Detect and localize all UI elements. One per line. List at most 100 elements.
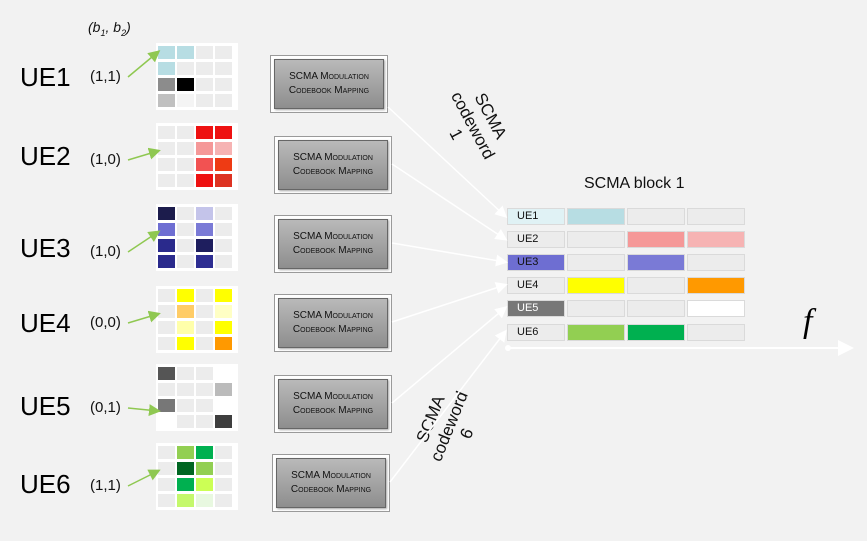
codebook-cell <box>196 415 213 428</box>
codebook-cell <box>196 207 213 220</box>
block-cell <box>567 208 625 225</box>
codebook-cell <box>215 126 232 139</box>
codebook-cell <box>177 494 194 507</box>
modulator-line1: SCMA Modulation <box>293 390 373 402</box>
codebook-cell <box>158 399 175 412</box>
codebook-cell <box>177 305 194 318</box>
codebook-cell <box>215 207 232 220</box>
codebook-cell <box>196 462 213 475</box>
codebook-cell <box>215 321 232 334</box>
ue-bits-6: (1,1) <box>90 477 121 494</box>
codebook-cell <box>196 78 213 91</box>
codebook-cell <box>196 255 213 268</box>
codebook-cell <box>177 142 194 155</box>
codebook-row <box>158 255 236 268</box>
codebook-row <box>158 305 236 318</box>
block-row-label: UE2 <box>507 231 565 248</box>
codebook-cell <box>196 289 213 302</box>
codebook-cell <box>177 383 194 396</box>
codebook-cell <box>177 462 194 475</box>
codeword-line <box>391 163 508 241</box>
ue-label-5: UE5 <box>20 391 71 421</box>
codebook-cell <box>196 126 213 139</box>
block-cell <box>687 277 745 294</box>
codebook-cell <box>158 174 175 187</box>
codebook-cell <box>177 239 194 252</box>
block-row-label: UE3 <box>507 254 565 271</box>
codebook-cell <box>215 78 232 91</box>
bits-arrow <box>127 230 161 253</box>
codebook-row <box>158 46 236 59</box>
codebook-cell <box>177 289 194 302</box>
block-cell <box>627 254 685 271</box>
codebook-row <box>158 239 236 252</box>
ue-label-6: UE6 <box>20 469 71 499</box>
ue-bits-5: (0,1) <box>90 399 121 416</box>
block-row-label: UE6 <box>507 324 565 341</box>
bits-header: (b1, b2) <box>88 19 131 38</box>
codebook-row <box>158 94 236 107</box>
codebook-cell <box>177 126 194 139</box>
ue-label-4: UE4 <box>20 308 71 338</box>
codebook-row <box>158 383 236 396</box>
codebook-cell <box>215 255 232 268</box>
modulator-line2: Codebook Mapping <box>290 484 372 495</box>
codebook-cell <box>177 478 194 491</box>
block-row-3: UE3 <box>507 254 745 271</box>
block-row-label: UE4 <box>507 277 565 294</box>
codebook-row <box>158 126 236 139</box>
codebook-cell <box>215 446 232 459</box>
ue-label-1: UE1 <box>20 62 71 92</box>
modulator-line1: SCMA Modulation <box>293 309 373 321</box>
codebook-cell <box>158 462 175 475</box>
codebook-row <box>158 78 236 91</box>
codeword-line <box>391 282 508 323</box>
codebook-cell <box>196 383 213 396</box>
block-cell <box>627 300 685 317</box>
codebook-row <box>158 62 236 75</box>
codebook-cell <box>196 446 213 459</box>
ue-bits-3: (1,0) <box>90 243 121 260</box>
codebook-cell <box>196 305 213 318</box>
block-row-2: UE2 <box>507 231 745 248</box>
codebook-cell <box>177 207 194 220</box>
codebook-cell <box>196 158 213 171</box>
bits-arrow <box>127 310 161 324</box>
codebook-cell <box>158 223 175 236</box>
codebook-cell <box>177 446 194 459</box>
codebook-cell <box>158 94 175 107</box>
block-row-label: UE5 <box>507 300 565 317</box>
block-cell <box>687 300 745 317</box>
block-title: SCMA block 1 <box>584 175 685 192</box>
codebook-row <box>158 446 236 459</box>
codebook-cell <box>177 62 194 75</box>
codebook-cell <box>158 239 175 252</box>
codebook-cell <box>177 399 194 412</box>
modulator-line2: Codebook Mapping <box>292 245 374 256</box>
block-cell <box>567 277 625 294</box>
codebook-cell <box>158 478 175 491</box>
codebook-cell <box>196 94 213 107</box>
block-cell <box>567 324 625 341</box>
codebook-cell <box>215 174 232 187</box>
codebook-cell <box>158 126 175 139</box>
codebook-ue4 <box>156 286 238 353</box>
codebook-cell <box>158 289 175 302</box>
codebook-row <box>158 158 236 171</box>
codebook-cell <box>158 207 175 220</box>
codebook-ue5 <box>156 364 238 431</box>
codebook-cell <box>215 462 232 475</box>
codebook-cell <box>158 337 175 350</box>
codebook-cell <box>196 367 213 380</box>
codebook-cell <box>158 158 175 171</box>
block-cell <box>627 208 685 225</box>
codebook-cell <box>215 383 232 396</box>
codebook-cell <box>215 399 232 412</box>
block-row-5: UE5 <box>507 300 745 317</box>
codebook-cell <box>196 142 213 155</box>
codebook-row <box>158 415 236 428</box>
codebook-cell <box>158 446 175 459</box>
